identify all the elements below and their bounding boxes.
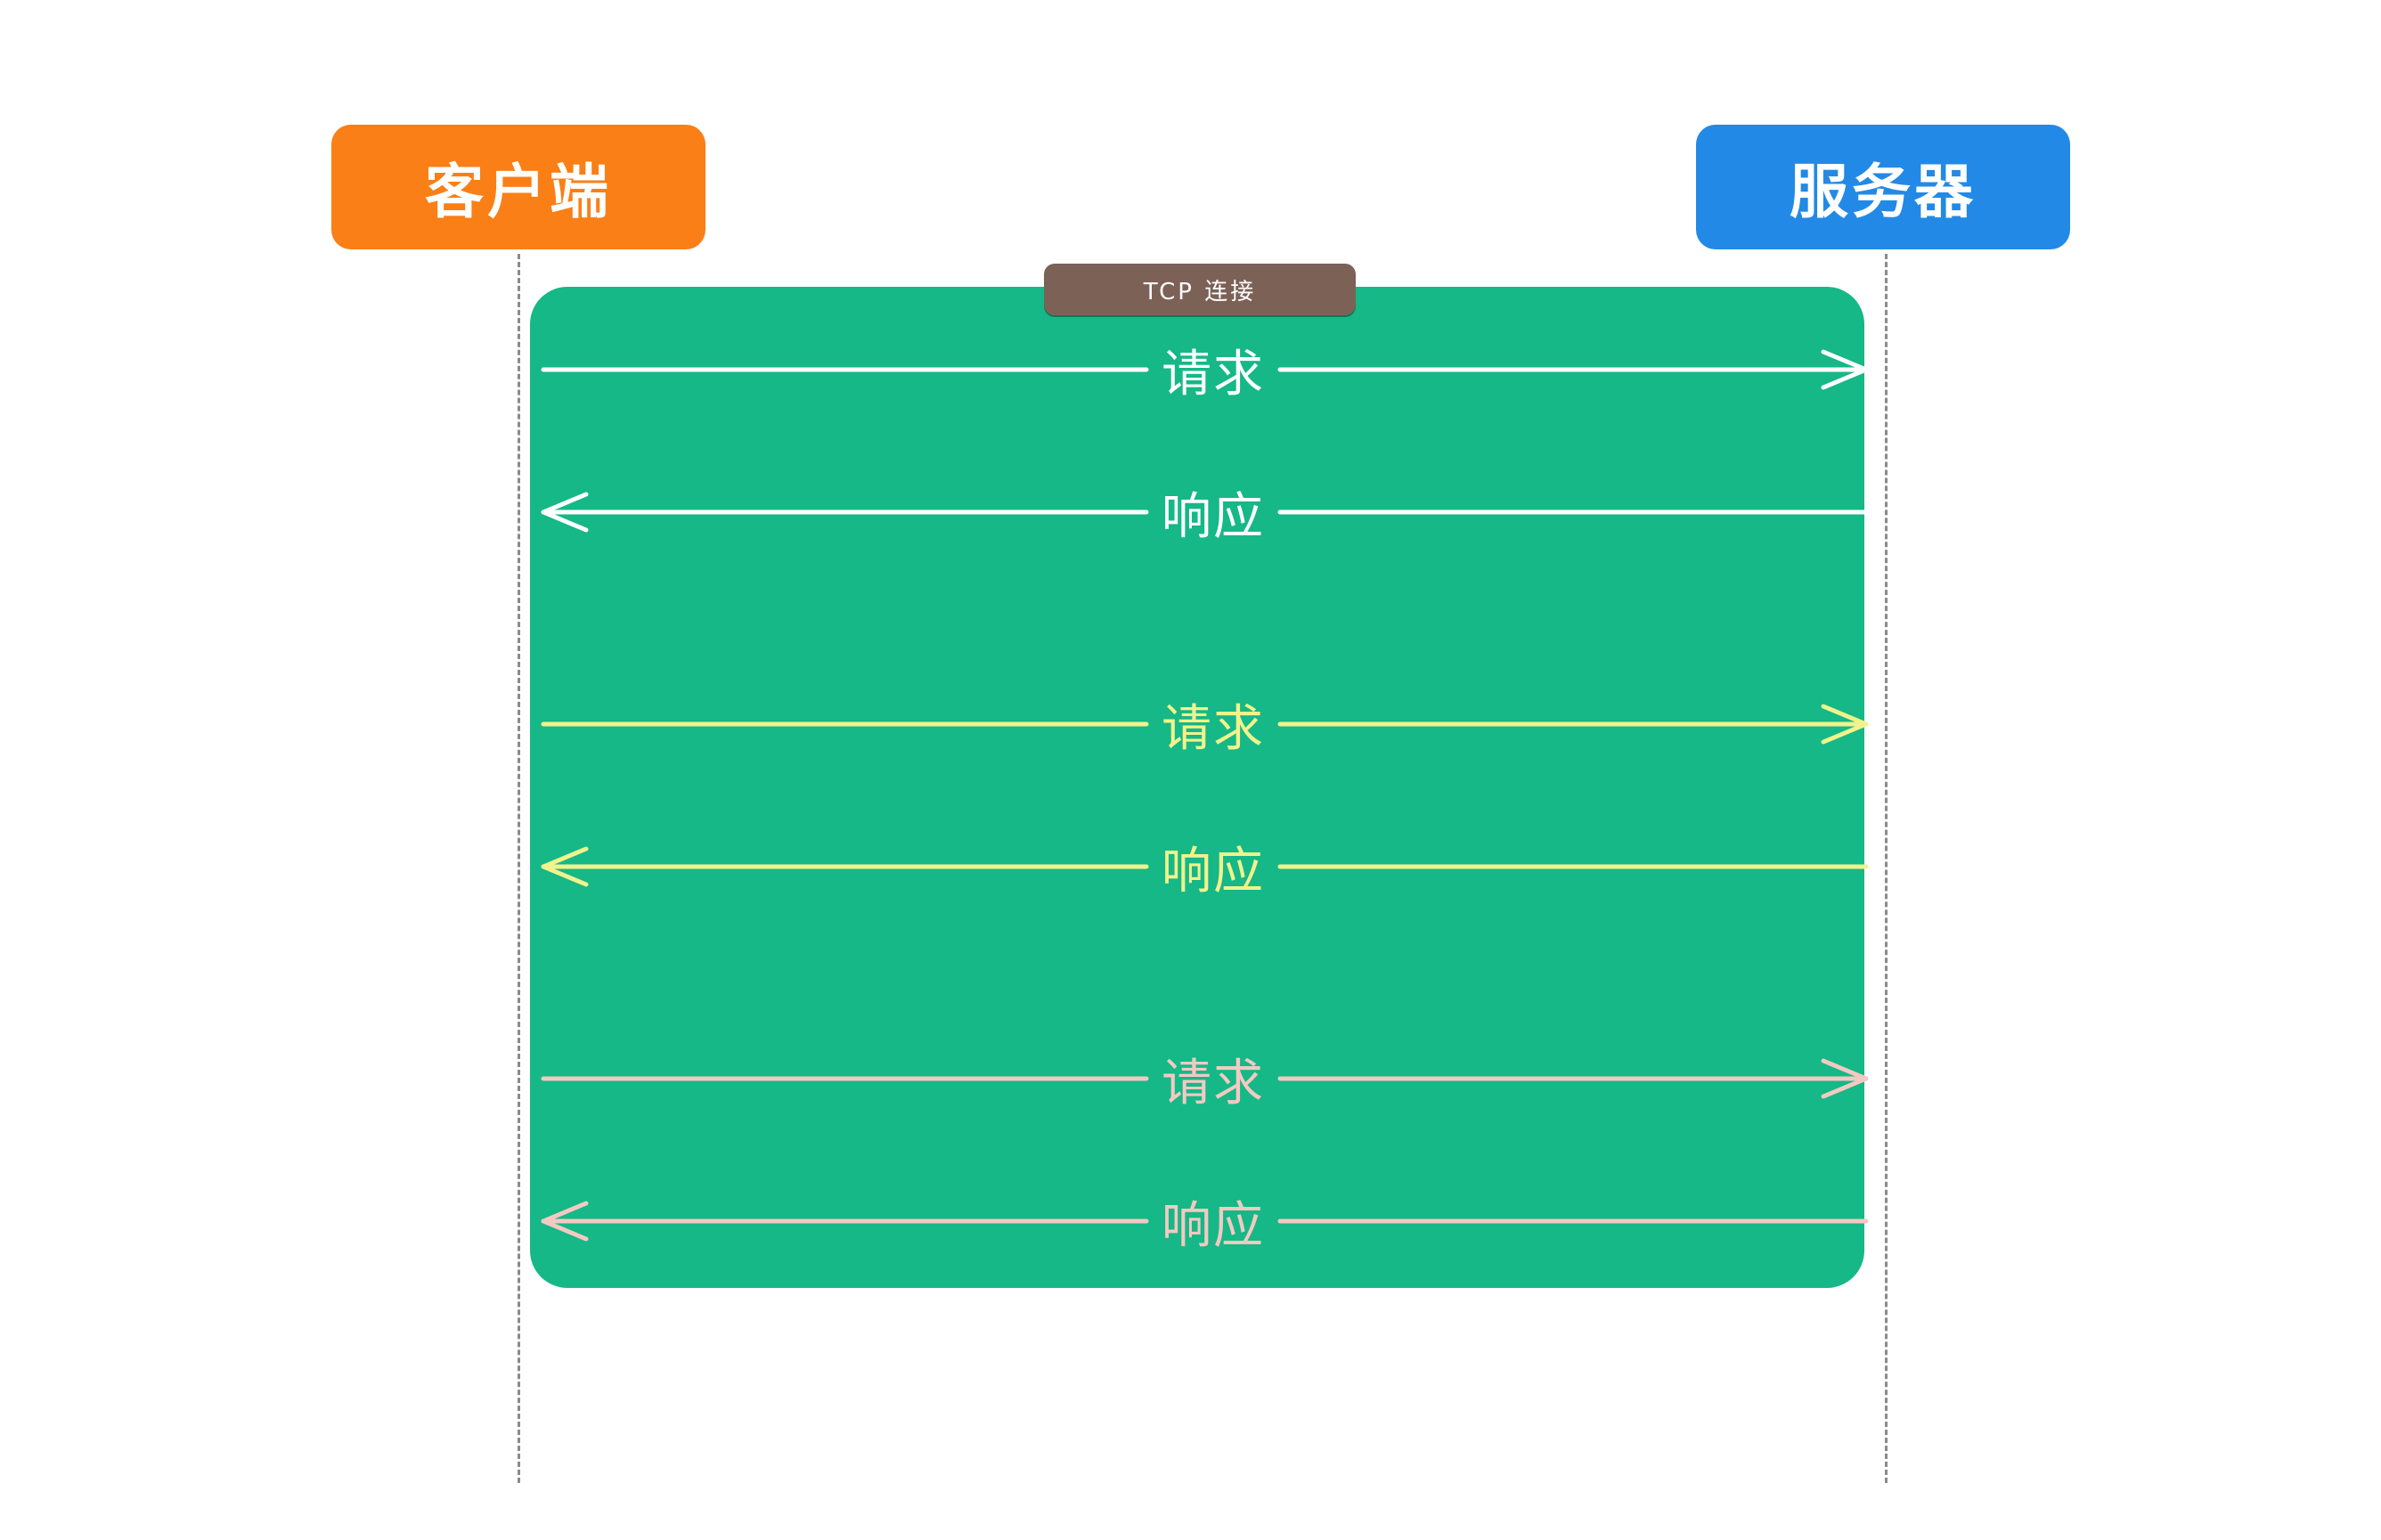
arrowhead: [1821, 1058, 1869, 1099]
request-arrow: [541, 349, 1869, 390]
request-arrow: [541, 704, 1869, 745]
response-arrow: [541, 1201, 1869, 1242]
arrowhead: [541, 1201, 589, 1242]
arrowhead: [1821, 349, 1869, 390]
response-label: 响应: [1162, 1196, 1265, 1255]
client-lifeline: [518, 254, 520, 1483]
request-label: 请求: [1162, 1054, 1265, 1112]
tcp-connection-label: TCP 连接: [1044, 264, 1356, 315]
response-arrow: [541, 492, 1869, 533]
arrowhead: [541, 846, 589, 887]
response-arrow: [541, 846, 1869, 887]
arrowhead: [541, 492, 589, 533]
arrowhead: [1821, 704, 1869, 745]
request-label: 请求: [1162, 699, 1265, 758]
request-arrow: [541, 1058, 1869, 1099]
tcp-connection-box: [530, 287, 1864, 1288]
response-label: 响应: [1162, 487, 1265, 546]
server-label: 服务器: [1790, 158, 1977, 226]
server-lifeline: [1885, 254, 1888, 1483]
client-box: 客户端: [331, 125, 705, 249]
response-label: 响应: [1162, 842, 1265, 900]
request-label: 请求: [1162, 345, 1265, 403]
client-label: 客户端: [425, 158, 612, 226]
server-box: 服务器: [1696, 125, 2070, 249]
